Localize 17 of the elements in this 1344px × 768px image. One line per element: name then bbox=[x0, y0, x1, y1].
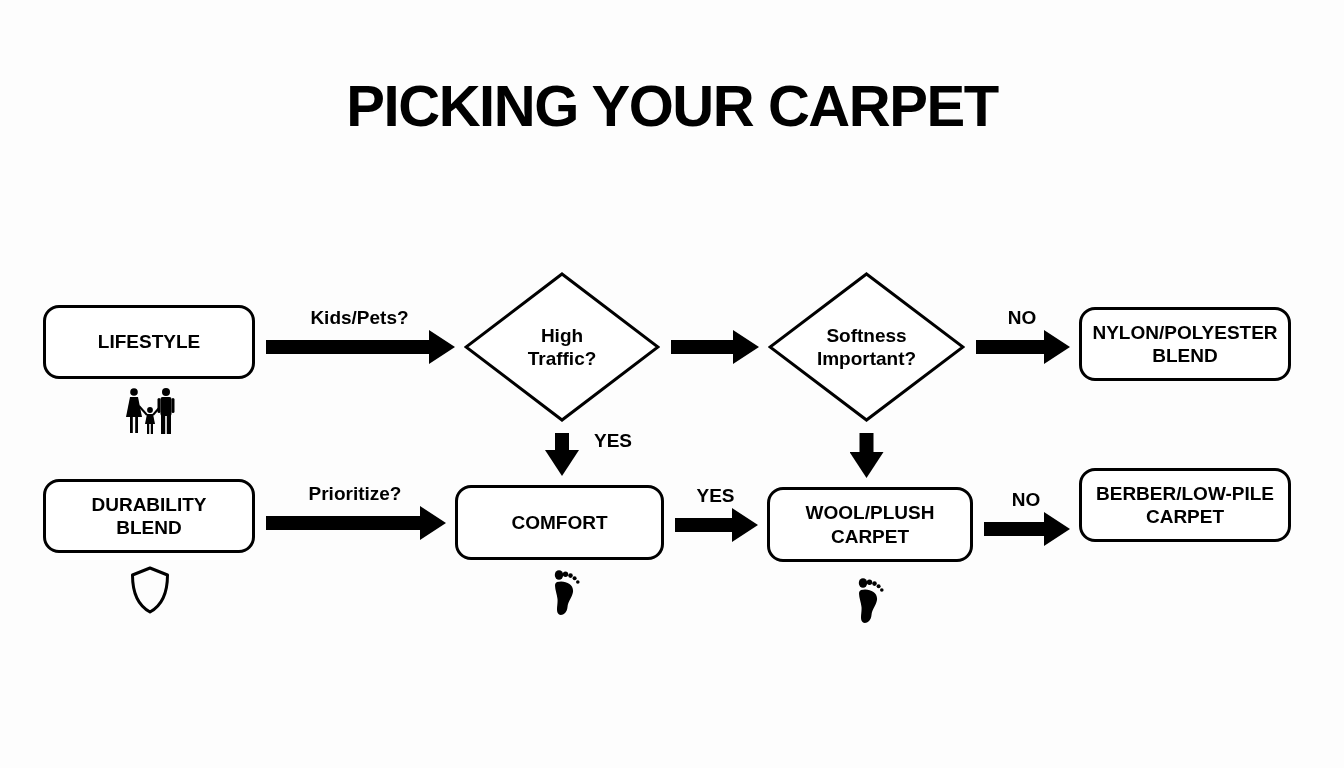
process-box bbox=[43, 479, 255, 553]
decision-diamond bbox=[464, 272, 660, 422]
process-box bbox=[767, 487, 973, 562]
decision-diamond bbox=[768, 272, 965, 422]
decision-text: Softness Important? bbox=[815, 323, 918, 371]
step-text: BERBER/LOW-PILE CARPET bbox=[1095, 481, 1275, 529]
process-box bbox=[43, 305, 255, 379]
process-box bbox=[1079, 307, 1291, 381]
step-text: DURABILITY BLEND bbox=[90, 492, 208, 540]
decision-text: High Traffic? bbox=[526, 323, 598, 371]
step-text: WOOL/PLUSH CARPET bbox=[804, 501, 936, 548]
title: PICKING YOUR CARPET bbox=[346, 74, 998, 138]
process-box bbox=[455, 485, 664, 560]
step-text: LIFESTYLE bbox=[97, 330, 201, 354]
process-box bbox=[1079, 468, 1291, 542]
step-text: NYLON/POLYESTER BLEND bbox=[1091, 320, 1279, 368]
step-text: COMFORT bbox=[511, 510, 608, 535]
